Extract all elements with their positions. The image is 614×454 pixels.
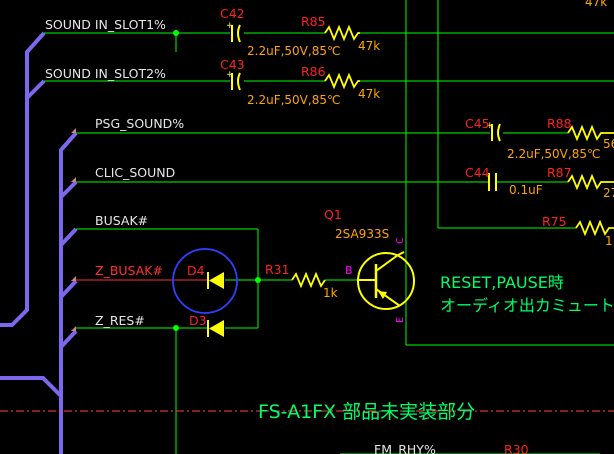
net-label-sound-slot2: SOUND IN_SLOT2% <box>45 66 166 81</box>
capacitor-c44: C44 0.1uF <box>465 165 543 197</box>
c45-ref: C45 <box>465 116 490 131</box>
bus-left-branch <box>25 79 46 100</box>
junction-slot1 <box>173 30 179 36</box>
bus-branch-busak <box>59 227 78 247</box>
r87-value: 27 <box>603 186 614 200</box>
resistor-r88: R88 56 <box>547 116 614 151</box>
c42-plate-right <box>237 24 241 43</box>
c43-value: 2.2uF,50V,85℃ <box>247 93 340 107</box>
bus-lines <box>0 31 78 454</box>
net-label-fm-rhy: FM_RHY% <box>374 442 436 454</box>
q1-emitter-arrow <box>378 291 387 299</box>
arrow-zbusak <box>71 276 76 281</box>
r75-zigzag <box>575 219 614 237</box>
annotation-audio-mute: オーディオ出カミュート <box>440 296 614 315</box>
capacitor-c43: + C43 2.2uF,50V,85℃ <box>220 57 340 107</box>
d4-ref: D4 <box>187 263 205 278</box>
annotation-reset-pause: RESET,PAUSE時 <box>440 273 564 292</box>
c42-plus: + <box>226 21 234 31</box>
r87-ref: R87 <box>547 165 572 180</box>
arrow-zres <box>71 326 76 331</box>
bus-entry-arrows <box>71 128 76 331</box>
diode-d3: D3 <box>189 313 224 337</box>
junction-zres <box>173 325 179 331</box>
r86-ref: R86 <box>301 64 326 79</box>
r30-ref: R30 <box>504 442 529 454</box>
r88-ref: R88 <box>547 116 572 131</box>
resistor-r75: R75 1 <box>542 214 614 248</box>
transistor-q1: Q1 2SA933S B C E <box>324 207 415 323</box>
net-label-psg-sound: PSG_SOUND% <box>95 116 184 131</box>
annotation-unmounted: FS-A1FX 部品未実装部分 <box>258 401 475 423</box>
r31-value: 1k <box>323 286 338 300</box>
arrow-psg <box>71 128 76 133</box>
bus-branch-zres <box>59 329 78 349</box>
resistor-r87: R87 27 <box>547 165 614 200</box>
r86-value: 47k <box>358 87 380 101</box>
c44-ref: C44 <box>465 165 490 180</box>
capacitor-c45: + C45 2.2uF,50V,85℃ <box>465 116 600 161</box>
net-label-z-res: Z_RES# <box>95 313 145 328</box>
q1-collector-ext <box>397 251 405 256</box>
diode-d4: D4 <box>187 263 224 289</box>
r75-value: 1 <box>605 234 613 248</box>
r85-value: 47k <box>358 39 380 53</box>
c45-plate-right <box>497 123 501 142</box>
net-label-busak: BUSAK# <box>95 213 148 228</box>
resistor-r85: R85 47k <box>301 14 380 53</box>
r75-ref: R75 <box>542 214 567 229</box>
bus-branch-clic <box>59 180 78 199</box>
c42-value: 2.2uF,50V,85℃ <box>247 44 340 58</box>
bus-left-upper <box>0 31 46 327</box>
net-labels: SOUND IN_SLOT1% SOUND IN_SLOT2% PSG_SOUN… <box>45 17 436 454</box>
r87-zigzag <box>567 173 614 191</box>
resistor-r31: R31 1k <box>265 262 338 300</box>
c44-value: 0.1uF <box>509 183 543 197</box>
capacitor-c42: + C42 2.2uF,50V,85℃ <box>220 6 340 58</box>
net-label-z-busak: Z_BUSAK# <box>95 263 163 278</box>
q1-value: 2SA933S <box>335 227 389 241</box>
net-label-sound-slot1: SOUND IN_SLOT1% <box>45 17 166 32</box>
junction-d4-r31 <box>255 277 261 283</box>
r31-zigzag <box>291 271 326 289</box>
net-label-clic-sound: CLIC_SOUND <box>95 165 175 180</box>
c43-plate-right <box>237 72 241 91</box>
bus-left-lower <box>0 376 63 398</box>
resistor-r86: R86 47k <box>301 64 380 101</box>
q1-collector-lead <box>375 254 399 272</box>
c45-plus: + <box>486 121 494 131</box>
d3-triangle <box>209 320 224 337</box>
bus-branch-zbusak <box>59 279 78 299</box>
d4-triangle <box>209 272 224 289</box>
c42-ref: C42 <box>220 6 245 21</box>
r88-value: 56 <box>603 137 614 151</box>
d3-ref: D3 <box>189 313 207 328</box>
d4-highlight-circle <box>172 248 238 314</box>
r85-ref: R85 <box>301 14 326 29</box>
bus-main <box>59 131 78 454</box>
r31-ref: R31 <box>265 262 290 277</box>
r86-zigzag <box>324 72 360 90</box>
junctions <box>173 30 261 331</box>
q1-pin-c: C <box>395 237 406 244</box>
r85-zigzag <box>324 24 360 42</box>
c43-plus: + <box>226 70 234 80</box>
c45-value: 2.2uF,50V,85℃ <box>507 147 600 161</box>
c43-ref: C43 <box>220 57 245 72</box>
top-right-value: 47k <box>585 0 607 9</box>
q1-pin-b: B <box>345 264 353 277</box>
arrow-clic <box>71 177 76 182</box>
q1-ref: Q1 <box>324 207 342 222</box>
q1-pin-e: E <box>395 317 406 323</box>
r88-zigzag <box>567 124 614 142</box>
